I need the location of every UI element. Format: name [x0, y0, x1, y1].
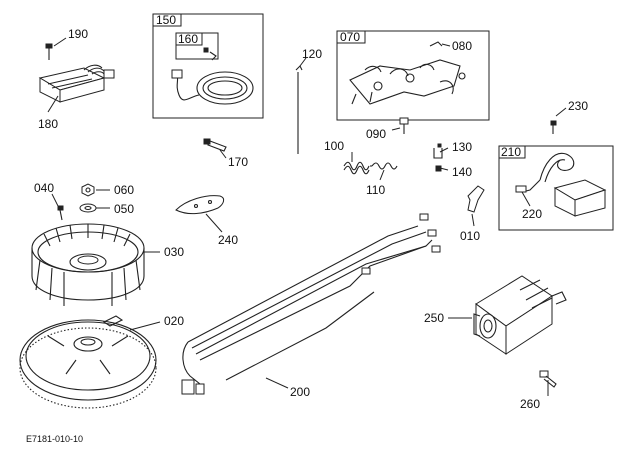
label-240: 240	[218, 233, 238, 247]
part-harness-200	[181, 213, 441, 395]
label-250: 250	[424, 311, 444, 325]
part-bolt-170	[203, 138, 227, 152]
part-coil-210	[521, 152, 607, 217]
label-110: 110	[366, 183, 385, 197]
label-140: 140	[452, 165, 472, 179]
leader-lines	[47, 37, 567, 396]
label-030: 030	[164, 245, 184, 259]
box-210	[498, 145, 614, 231]
label-100: 100	[324, 139, 344, 153]
label-050: 050	[114, 202, 134, 216]
label-170: 170	[228, 155, 248, 169]
tab-150	[152, 14, 182, 27]
part-nut-060	[81, 183, 95, 197]
label-010: 010	[460, 229, 480, 243]
label-130: 130	[452, 140, 472, 154]
part-bolt-260	[539, 370, 557, 388]
part-washer-050	[79, 203, 97, 213]
label-220: 220	[522, 207, 542, 221]
label-210: 210	[501, 145, 521, 159]
label-040: 040	[34, 181, 54, 195]
part-bolt-190	[45, 43, 53, 60]
part-labels: 190 180 150 160 120 070 080 230 170 100 …	[34, 13, 588, 411]
label-230: 230	[568, 99, 588, 113]
label-150: 150	[156, 13, 176, 27]
label-060: 060	[114, 183, 134, 197]
tab-160	[175, 33, 203, 46]
tab-210	[498, 146, 526, 159]
part-baffle-240	[175, 195, 225, 215]
box-160	[175, 32, 219, 60]
label-090: 090	[366, 127, 386, 141]
drawing-id: E7181-010-10	[26, 434, 83, 444]
part-fan-030	[31, 223, 145, 306]
part-bolt-090	[399, 117, 409, 134]
label-160: 160	[178, 32, 198, 46]
label-020: 020	[164, 314, 184, 328]
label-070: 070	[340, 30, 360, 44]
label-180: 180	[38, 117, 58, 131]
part-coil-150	[171, 47, 254, 105]
label-080: 080	[452, 39, 472, 53]
part-flywheel-020	[19, 315, 157, 409]
label-200: 200	[290, 385, 310, 399]
part-spring-100	[343, 161, 370, 175]
part-plug-220	[515, 185, 527, 193]
part-screw-040	[57, 205, 64, 221]
part-starter-250	[473, 275, 567, 355]
part-bracket-130	[433, 143, 443, 159]
part-assembly-070	[349, 41, 466, 105]
label-190: 190	[68, 27, 88, 41]
label-120: 120	[302, 47, 322, 61]
part-regulator-180	[38, 64, 115, 103]
box-070	[336, 30, 490, 121]
part-rod-120	[295, 65, 303, 154]
box-150	[152, 13, 264, 119]
part-bolt-230	[550, 120, 557, 134]
part-connector-010	[467, 185, 485, 213]
label-260: 260	[520, 397, 540, 411]
tab-070	[336, 31, 366, 44]
part-spring-110	[370, 162, 398, 170]
